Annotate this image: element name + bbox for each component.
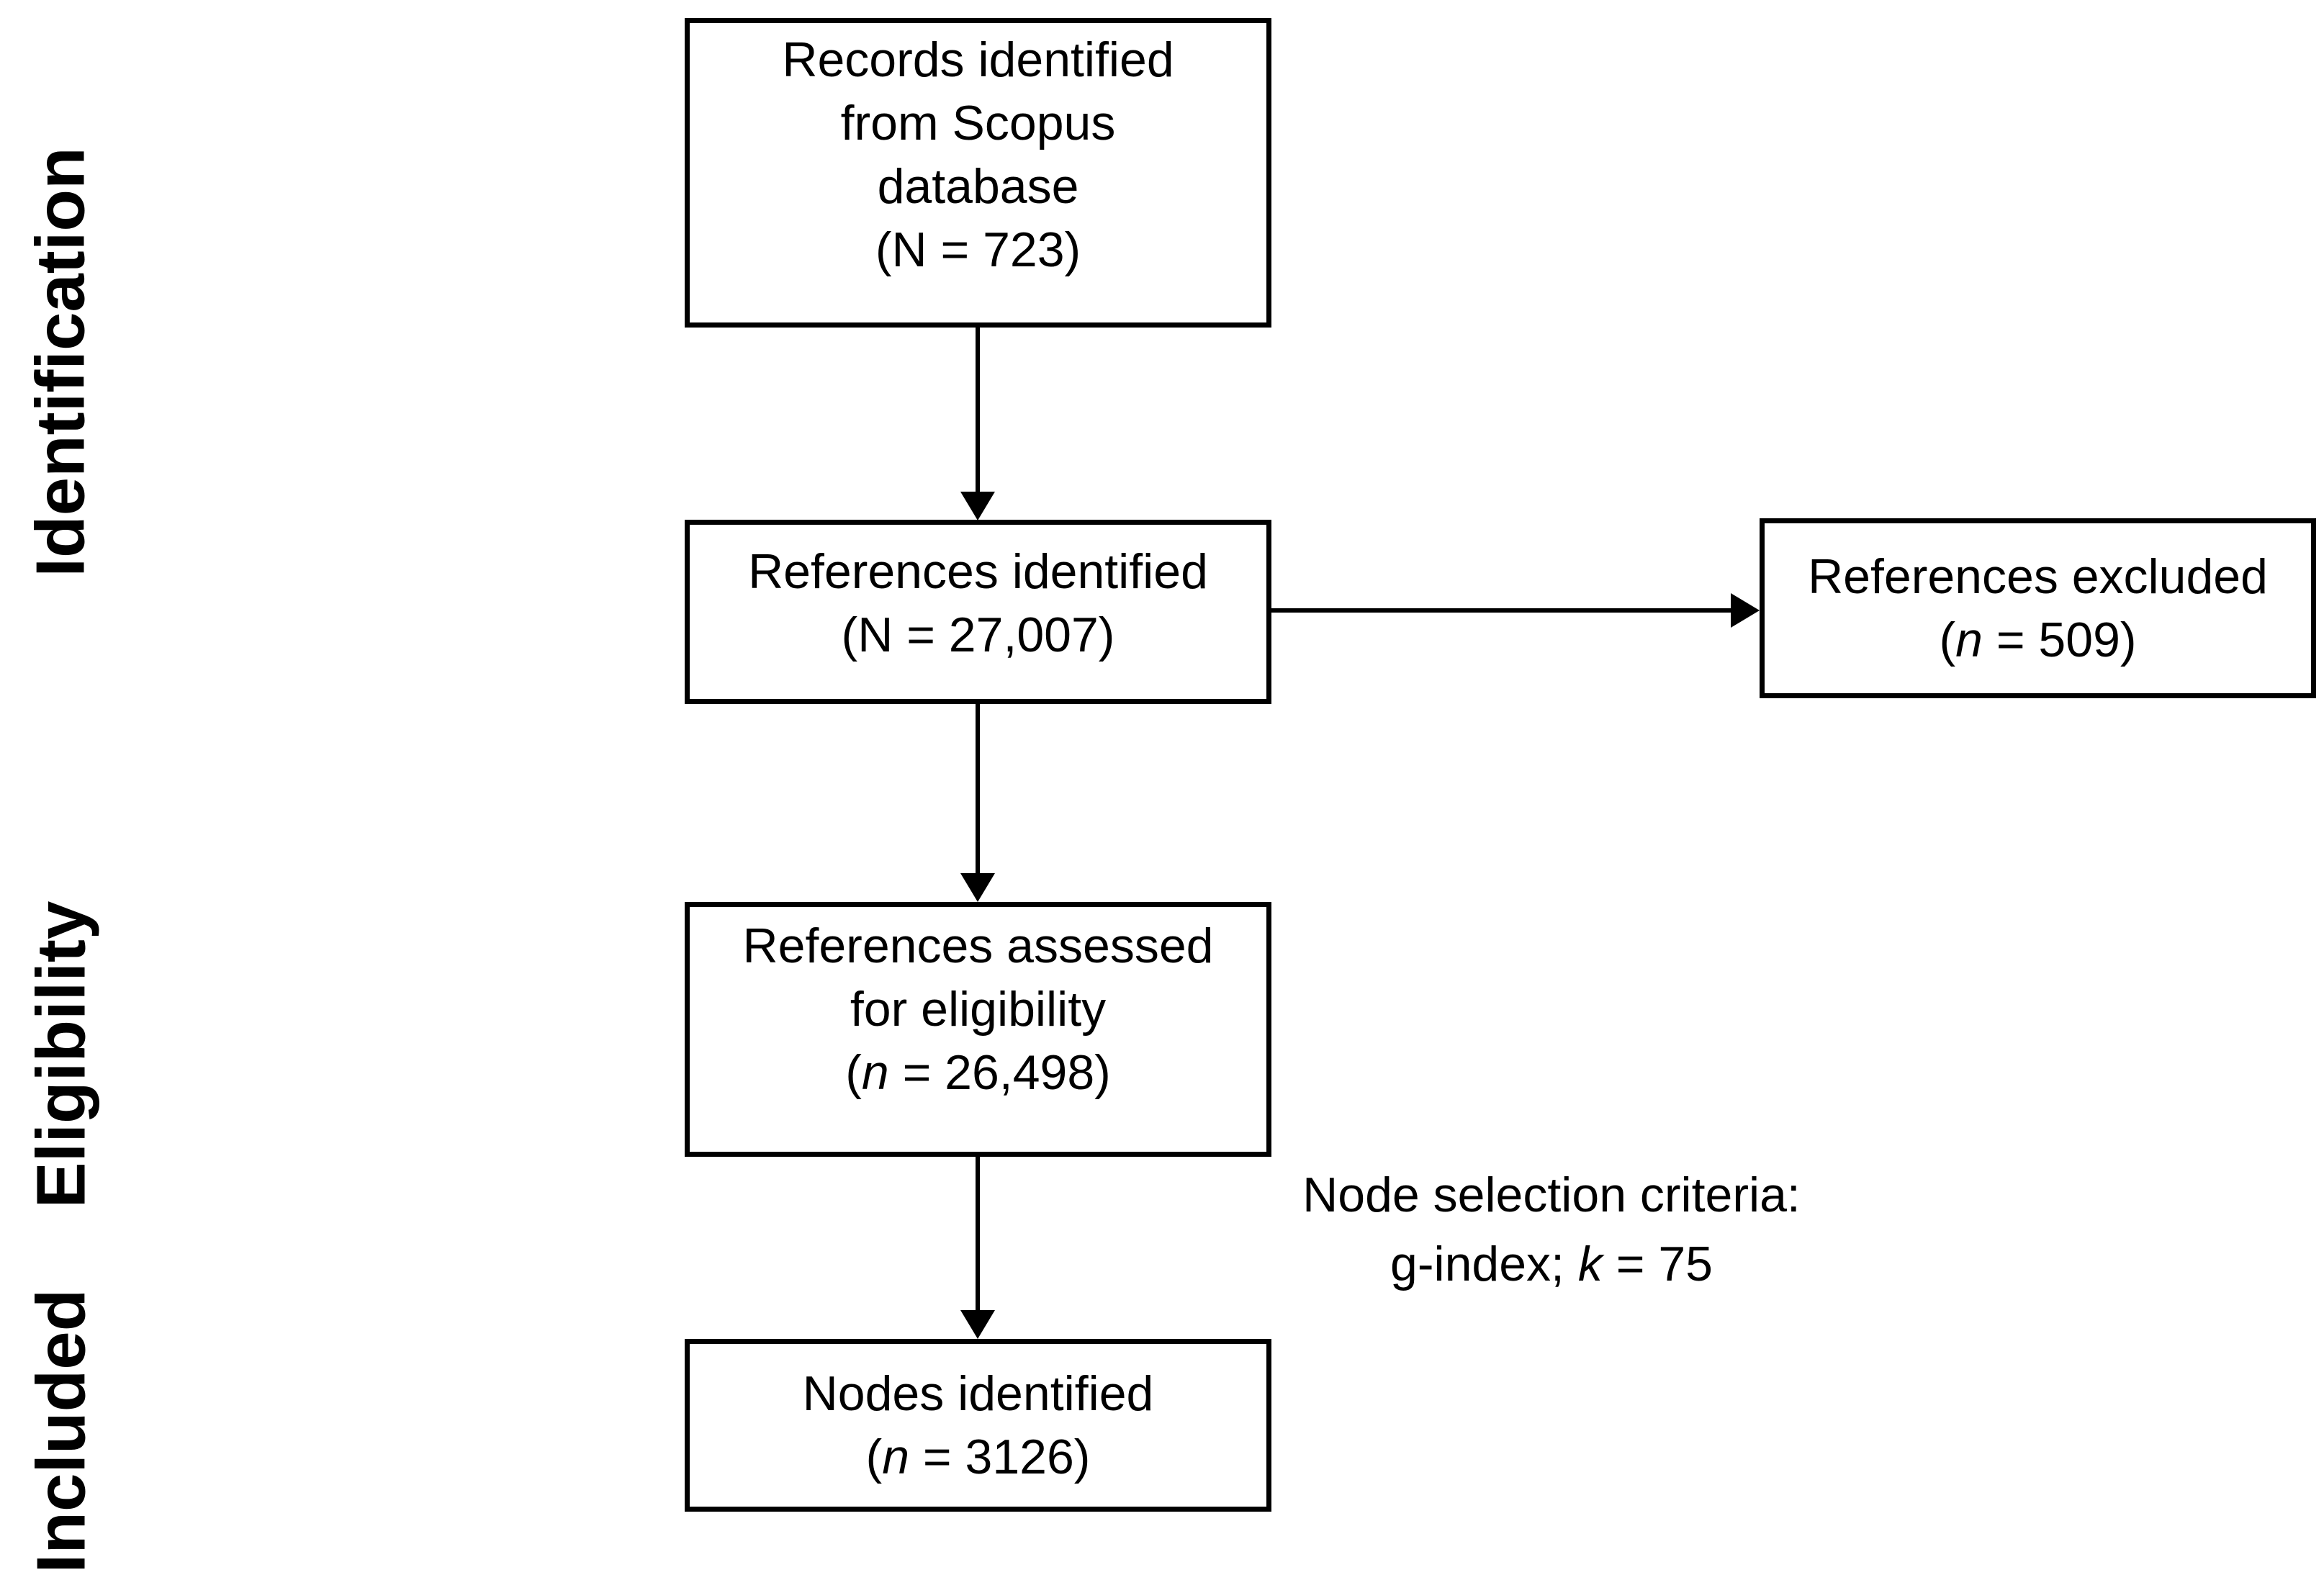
box-references-assessed-count: (n = 26,498) (845, 1045, 1111, 1100)
box-records-line1: Records identified (782, 32, 1174, 87)
box-nodes-identified: Nodes identified (n = 3126) (685, 1339, 1271, 1512)
stage-label-eligibility: Eligibility (7, 880, 115, 1229)
box-references-excluded: References excluded (n = 509) (1760, 518, 2316, 698)
arrow-assessed-to-nodes-line (976, 1157, 980, 1312)
box-references-identified-line1: References identified (748, 544, 1208, 599)
box-references-assessed-line2: for eligibility (850, 982, 1107, 1037)
box-references-excluded-count: (n = 509) (1939, 613, 2137, 667)
box-references-excluded-line1: References excluded (1808, 549, 2268, 604)
stage-label-eligibility-text: Eligibility (22, 901, 100, 1208)
arrow-references-to-assessed-head (960, 873, 995, 902)
box-references-assessed: References assessed for eligibility (n =… (685, 902, 1271, 1157)
stage-label-identification-text: Identification (22, 146, 100, 577)
arrow-references-to-excluded-head (1731, 593, 1760, 628)
box-records-line3: database (877, 159, 1079, 214)
stage-label-included: Included (7, 1285, 115, 1576)
box-references-identified-count: (N = 27,007) (841, 608, 1115, 662)
arrow-references-to-excluded-line (1271, 608, 1732, 613)
box-nodes-identified-count: (n = 3126) (865, 1430, 1091, 1484)
box-records-identified: Records identified from Scopus database … (685, 18, 1271, 328)
box-nodes-identified-line1: Nodes identified (802, 1366, 1154, 1421)
arrow-records-to-references-head (960, 492, 995, 520)
stage-label-included-text: Included (22, 1289, 99, 1573)
stage-label-identification: Identification (7, 144, 115, 579)
node-selection-annotation: Node selection criteria: g-index; k = 75 (1224, 1160, 1879, 1299)
node-selection-annotation-line2: g-index; k = 75 (1390, 1237, 1713, 1291)
box-references-assessed-line1: References assessed (742, 919, 1214, 973)
arrow-records-to-references-line (976, 328, 980, 493)
arrow-assessed-to-nodes-head (960, 1310, 995, 1339)
box-records-count: (N = 723) (875, 222, 1081, 277)
node-selection-annotation-line1: Node selection criteria: (1302, 1168, 1801, 1222)
arrow-references-to-assessed-line (976, 704, 980, 875)
box-records-line2: from Scopus (840, 96, 1116, 150)
box-references-identified: References identified (N = 27,007) (685, 520, 1271, 704)
